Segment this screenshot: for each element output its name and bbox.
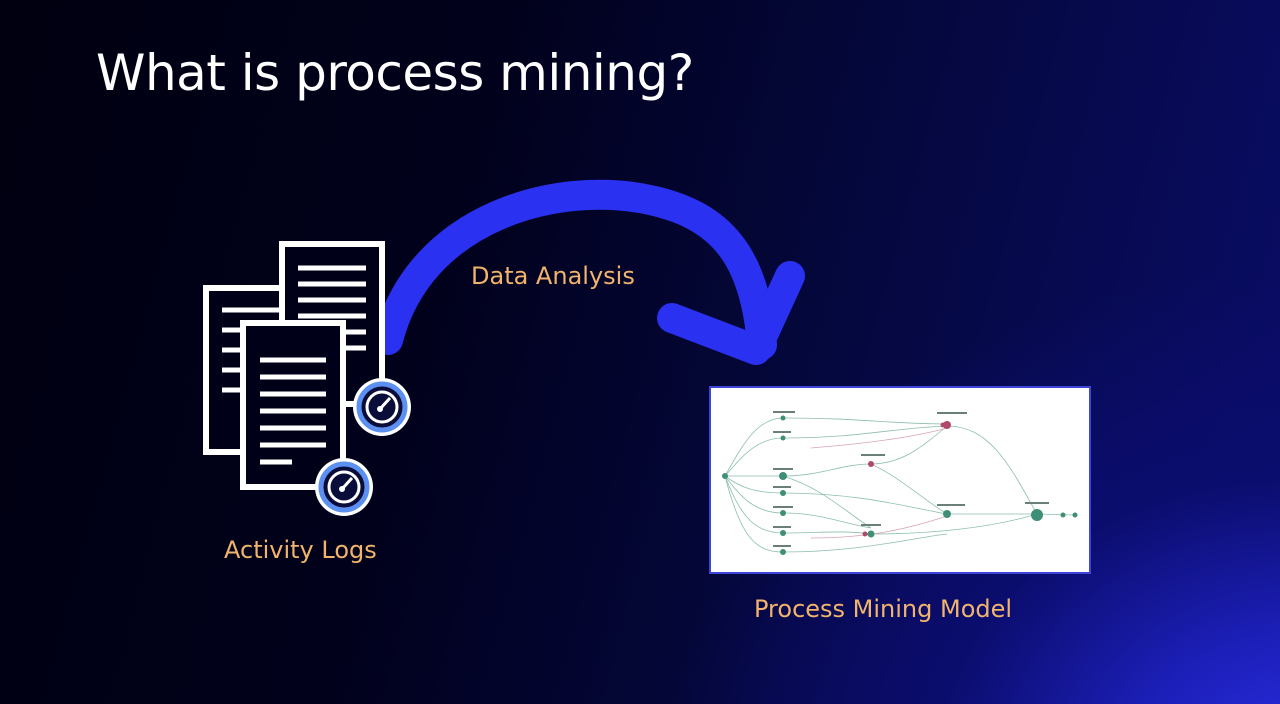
target-label: Process Mining Model [754, 595, 1013, 623]
stopwatch-icon [315, 458, 373, 516]
arrow-label: Data Analysis [471, 262, 635, 290]
process-graph-icon [722, 411, 1078, 555]
stopwatch-icon [353, 378, 411, 436]
source-label: Activity Logs [224, 536, 377, 564]
process-model-image [709, 386, 1091, 574]
document-icon [240, 320, 346, 490]
slide-title: What is process mining? [96, 44, 694, 102]
